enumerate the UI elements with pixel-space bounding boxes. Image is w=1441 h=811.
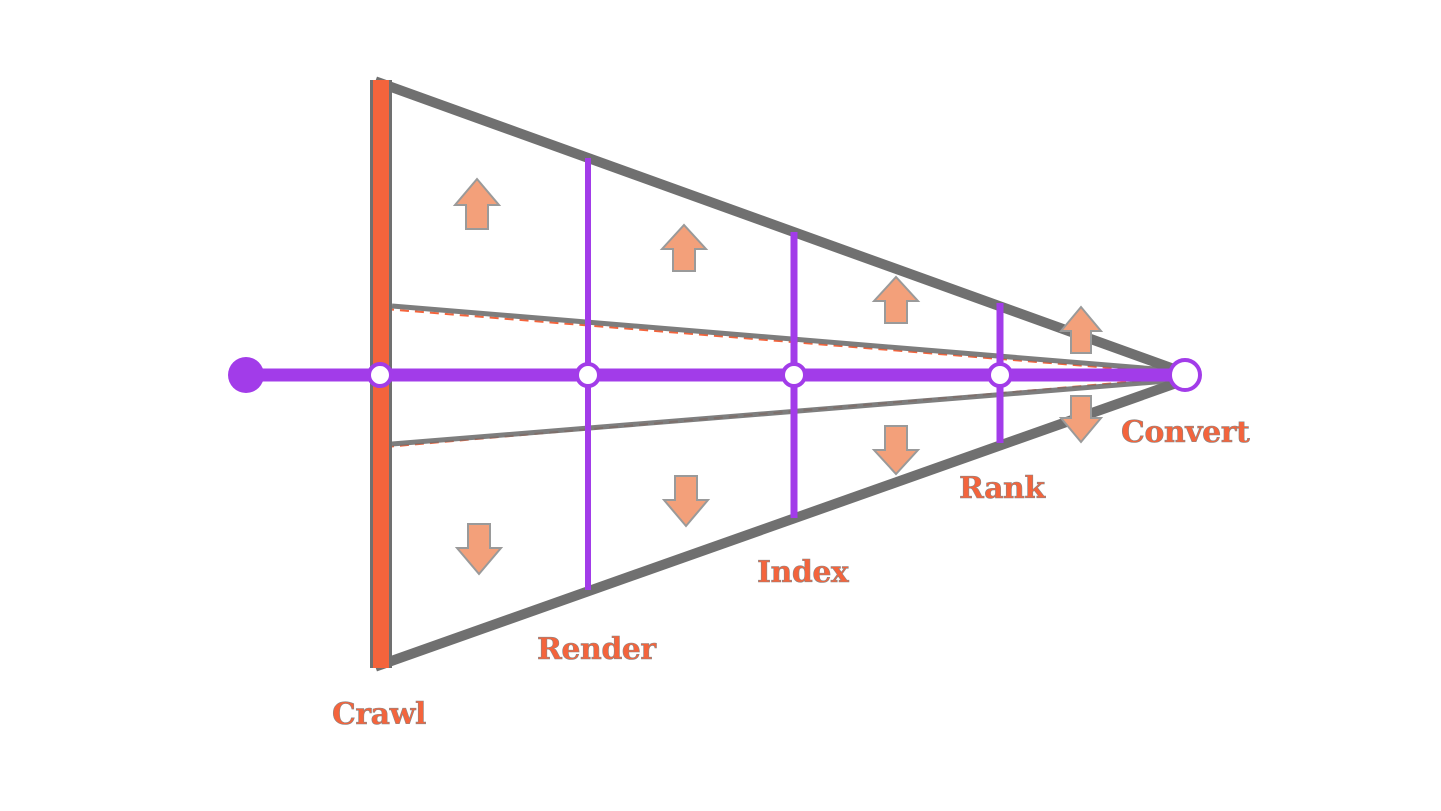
stage-label-crawl: Crawl (332, 697, 426, 732)
arrow-up-icon (1058, 305, 1104, 354)
inner-funnel-top-shadow (391, 303, 1181, 374)
stage-label-rank: Rank (959, 471, 1046, 506)
rank-node-icon (987, 362, 1013, 388)
stage-label-index: Index (757, 555, 850, 590)
arrow-up-icon (659, 223, 709, 272)
inner-funnel-bottom-shadow (391, 377, 1181, 447)
arrow-down-icon (871, 425, 921, 476)
render-node-icon (575, 362, 601, 388)
funnel-outline (373, 76, 1192, 672)
stage-nodes (367, 358, 1202, 392)
stage-label-convert: Convert (1121, 415, 1250, 450)
arrows (452, 177, 1104, 576)
funnel-top-edge (373, 76, 1192, 380)
funnel-bottom-edge (373, 373, 1192, 672)
start-node-icon (228, 357, 264, 393)
inner-funnel-top (384, 308, 1186, 375)
convert-node-icon (1168, 358, 1202, 392)
crawl-node-icon (367, 362, 393, 388)
flow-line (228, 357, 1185, 393)
inner-funnel-shadow (391, 303, 1181, 447)
index-node-icon (781, 362, 807, 388)
arrow-up-icon (871, 275, 921, 324)
inner-funnel (384, 308, 1186, 448)
arrow-down-icon (661, 475, 711, 528)
stage-labels: Crawl Render Index Rank Convert (332, 415, 1251, 733)
arrow-down-icon (454, 523, 504, 576)
arrow-down-icon (1058, 395, 1104, 444)
stage-label-render: Render (537, 632, 657, 667)
arrow-up-icon (452, 177, 502, 230)
